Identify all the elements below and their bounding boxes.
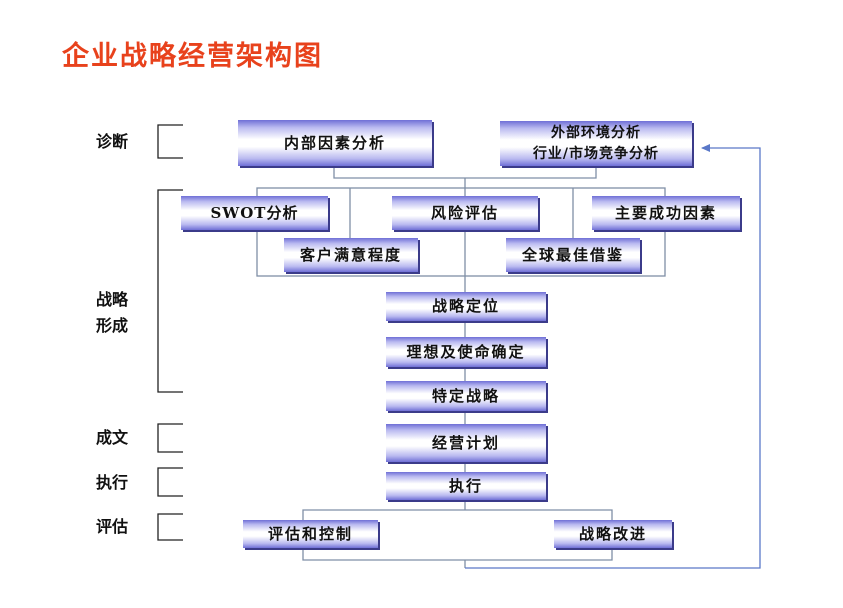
stage-label-diagnosis: 诊断 bbox=[96, 132, 129, 151]
bracket-execution bbox=[157, 467, 183, 497]
key-success-factors-label: 主要成功因素 bbox=[614, 203, 717, 222]
page-title: 企业战略经营架构图 bbox=[62, 41, 323, 72]
bracket-diagnosis bbox=[157, 124, 183, 159]
evaluation-control-label: 评估和控制 bbox=[267, 524, 353, 543]
global-best-practice-box: 全球最佳借鉴 bbox=[506, 238, 640, 272]
external-analysis-label-line2: 行业/市场竞争分析 bbox=[532, 145, 660, 162]
evaluation-control-box: 评估和控制 bbox=[243, 520, 378, 548]
external-analysis-box: 外部环境分析 行业/市场竞争分析 bbox=[500, 121, 692, 166]
business-plan-box: 经营计划 bbox=[386, 424, 546, 462]
customer-satisfaction-box: 客户满意程度 bbox=[284, 238, 418, 272]
stage-label-execution: 执行 bbox=[96, 473, 129, 492]
swot-box: SWOT分析 bbox=[181, 196, 328, 230]
stage-label-formation-line2: 形成 bbox=[96, 316, 129, 335]
risk-assessment-box: 风险评估 bbox=[392, 196, 538, 230]
connector-evaluation-merge bbox=[302, 548, 613, 561]
customer-satisfaction-label: 客户满意程度 bbox=[299, 245, 402, 264]
specific-strategy-label: 特定战略 bbox=[431, 386, 500, 405]
stage-label-evaluation: 评估 bbox=[96, 517, 129, 536]
bracket-formation bbox=[157, 189, 183, 393]
feedback-arrow bbox=[465, 144, 761, 569]
strategic-positioning-box: 战略定位 bbox=[386, 292, 546, 321]
stage-label-formation-line1: 战略 bbox=[96, 290, 129, 309]
swot-label: SWOT分析 bbox=[210, 203, 299, 222]
global-best-practice-label: 全球最佳借鉴 bbox=[521, 245, 624, 264]
specific-strategy-box: 特定战略 bbox=[386, 381, 546, 411]
strategy-improvement-box: 战略改进 bbox=[554, 520, 672, 548]
stage-label-documentation: 成文 bbox=[96, 428, 129, 447]
connector-diagnosis-merge bbox=[333, 166, 597, 179]
execution-label: 执行 bbox=[448, 476, 483, 495]
bracket-evaluation bbox=[157, 513, 183, 541]
execution-box: 执行 bbox=[386, 472, 546, 500]
stage-label-formation: 战略 形成 bbox=[96, 287, 128, 339]
vision-mission-label: 理想及使命确定 bbox=[406, 342, 526, 361]
vision-mission-box: 理想及使命确定 bbox=[386, 337, 546, 367]
strategy-improvement-label: 战略改进 bbox=[578, 524, 647, 543]
bracket-documentation bbox=[157, 423, 183, 453]
risk-assessment-label: 风险评估 bbox=[430, 203, 499, 222]
business-plan-label: 经营计划 bbox=[431, 433, 500, 452]
analysis-frame bbox=[256, 187, 666, 277]
strategic-positioning-label: 战略定位 bbox=[431, 297, 500, 315]
key-success-factors-box: 主要成功因素 bbox=[592, 196, 740, 230]
internal-analysis-box: 内部因素分析 bbox=[238, 120, 432, 166]
external-analysis-label-line1: 外部环境分析 bbox=[551, 124, 641, 141]
internal-analysis-label: 内部因素分析 bbox=[283, 133, 386, 152]
